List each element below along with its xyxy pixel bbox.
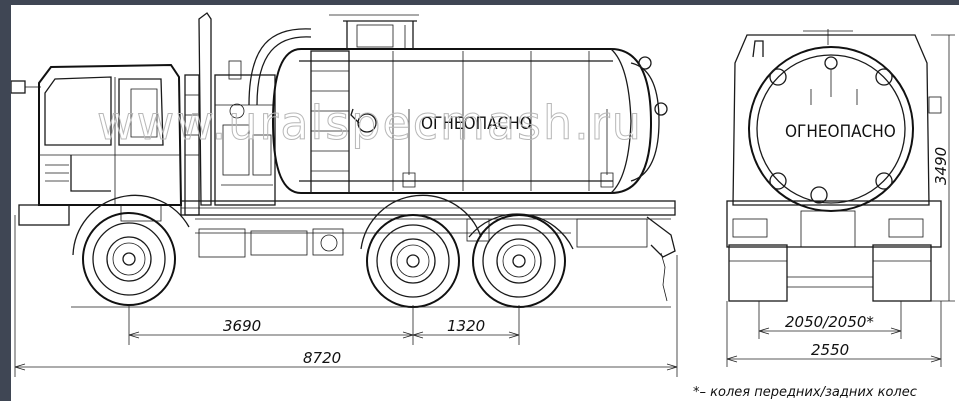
watermark: www.uralspecmash.ru <box>97 96 643 150</box>
rear-dimensions <box>726 34 955 367</box>
exhaust-pipe <box>198 12 212 206</box>
front-wheel <box>72 194 190 306</box>
hazard-label-side: ОГНЕОПАСНО <box>421 114 532 134</box>
dim-overall-width: 2550 <box>811 341 849 359</box>
dim-overall-height: 3490 <box>932 147 950 185</box>
technical-drawing: ОГНЕОПАСНО <box>11 12 955 400</box>
drawing-sheet: ОГНЕОПАСНО <box>11 5 959 401</box>
chassis-frame <box>180 200 676 302</box>
tank-barrel <box>271 48 668 194</box>
side-dimensions <box>14 215 678 377</box>
vacuum-hose <box>248 28 312 106</box>
dim-track: 2050/2050* <box>785 313 874 331</box>
dim-wheelbase-rear: 1320 <box>447 317 485 335</box>
hazard-label-rear: ОГНЕОПАСНО <box>785 122 896 142</box>
pump-equipment <box>214 60 276 206</box>
side-view: ОГНЕОПАСНО <box>11 12 678 377</box>
top-hatch <box>329 14 419 49</box>
dim-wheelbase-front: 3690 <box>223 317 261 335</box>
rear-wheel-1 <box>360 194 482 308</box>
rear-wheel-2 <box>468 213 574 308</box>
rear-view: ОГНЕОПАСНО 2050/2050* 2550 3490 <box>726 29 955 367</box>
footnote: *– колея передних/задних колес <box>693 385 917 400</box>
dim-overall-length: 8720 <box>303 349 341 367</box>
